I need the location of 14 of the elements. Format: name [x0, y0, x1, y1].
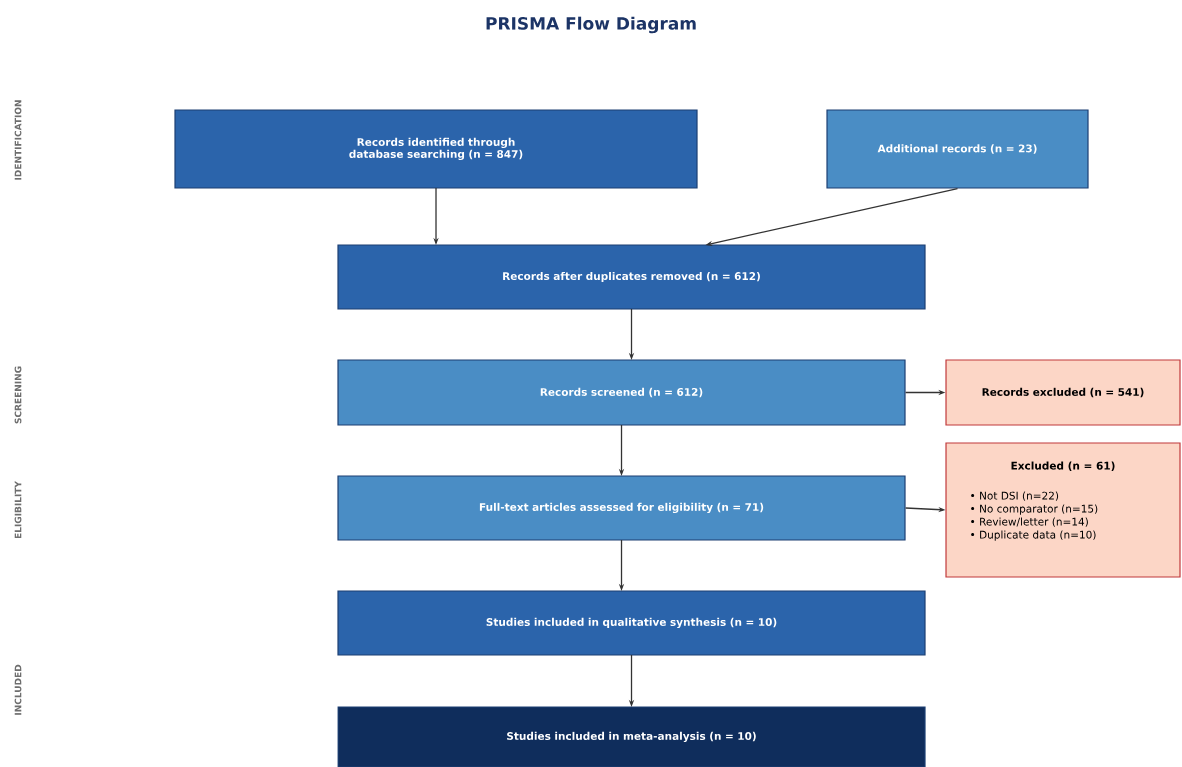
- title: PRISMA Flow Diagram: [486, 16, 696, 34]
- stage-label: ELIGIBILITY: [14, 480, 22, 539]
- process-box: Full-text articles assessed for eligibility (n = 71): [337, 475, 906, 541]
- exclusion-box: Excluded (n = 61) • Not DSI (n=22) • No comparator (n=15) • Review/letter (n=14) • Duplicate data (n=10): [945, 442, 1181, 578]
- stage-label: INCLUDED: [14, 664, 22, 715]
- process-box: Studies included in meta-analysis (n = 10): [337, 706, 926, 767]
- stage-label: SCREENING: [14, 366, 22, 424]
- process-box: Records excluded (n = 541): [945, 359, 1181, 426]
- stage-label: IDENTIFICATION: [14, 100, 22, 180]
- process-box: Records screened (n = 612): [337, 359, 906, 426]
- process-box: Additional records (n = 23): [826, 109, 1089, 189]
- process-box: Records after duplicates removed (n = 612): [337, 244, 926, 310]
- process-box: Studies included in qualitative synthesis (n = 10): [337, 590, 926, 656]
- process-box: Records identified through database searching (n = 847): [174, 109, 698, 189]
